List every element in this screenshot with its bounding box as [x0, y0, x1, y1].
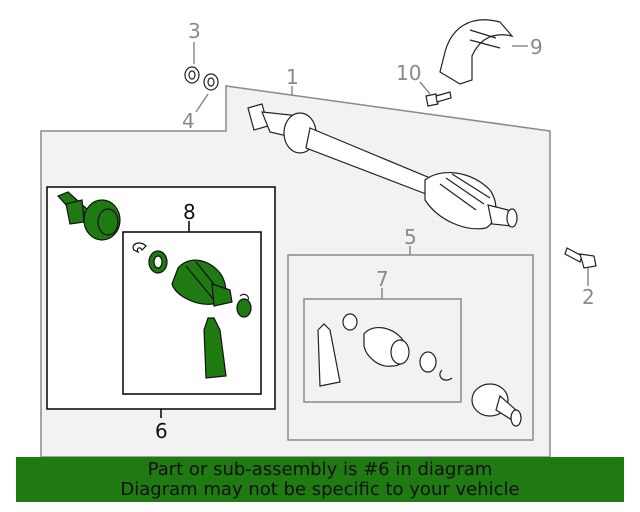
leader-10	[419, 81, 431, 95]
inner-cv-joint-part-5[interactable]	[471, 383, 522, 427]
callout-10: 10	[396, 61, 421, 85]
info-banner: Part or sub-assembly is #6 in diagram Di…	[16, 457, 624, 502]
heat-shield-part-9[interactable]	[439, 19, 514, 85]
callout-3: 3	[188, 19, 201, 43]
callout-7: 7	[376, 267, 389, 291]
nut-part-3[interactable]	[184, 66, 200, 84]
banner-line-disclaimer: Diagram may not be specific to your vehi…	[120, 478, 520, 500]
drive-shaft-part[interactable]	[247, 103, 518, 230]
leader-4	[195, 93, 209, 113]
callout-4: 4	[182, 109, 195, 133]
washer-part-4[interactable]	[203, 73, 219, 91]
callout-2: 2	[582, 285, 595, 309]
bolt-part-2[interactable]	[564, 247, 597, 269]
bolt-part-10[interactable]	[425, 91, 452, 107]
boot-kit-part-7[interactable]	[317, 313, 453, 387]
callout-1: 1	[286, 65, 299, 89]
callout-9: 9	[530, 35, 543, 59]
boot-kit-part-8[interactable]	[132, 242, 252, 379]
outer-cv-joint-part-6[interactable]	[56, 191, 121, 241]
callout-8: 8	[183, 200, 196, 224]
callout-5: 5	[404, 225, 417, 249]
callout-6: 6	[155, 419, 168, 443]
banner-line-part-number: Part or sub-assembly is #6 in diagram	[147, 458, 493, 480]
